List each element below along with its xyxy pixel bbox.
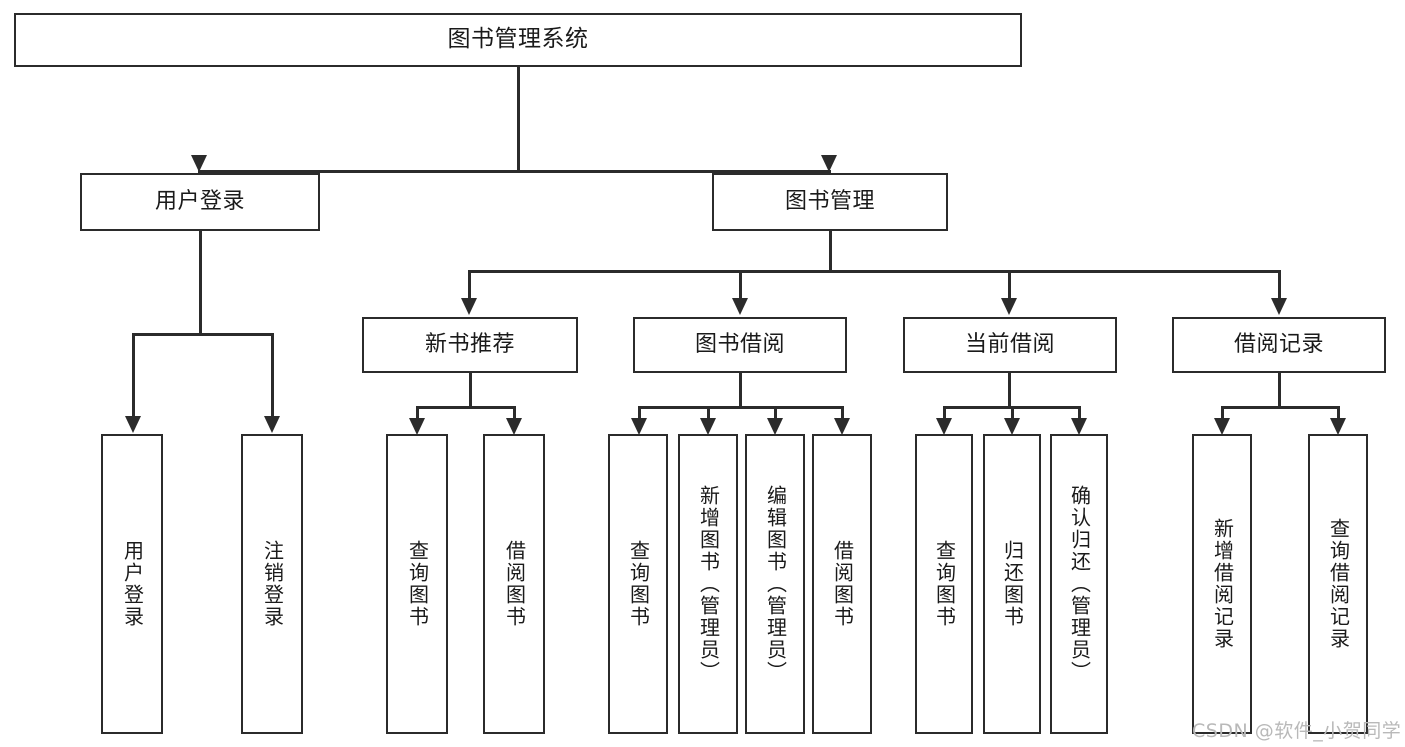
- arrow-book-borrow-c2: [700, 418, 716, 435]
- node-label: 图书管理: [784, 188, 875, 214]
- leaf-user-login[interactable]: 用户登录: [101, 434, 163, 734]
- edge-book-mgmt-c2: [739, 270, 742, 300]
- node-book-borrow[interactable]: 图书借阅: [633, 317, 847, 373]
- arrow-current-borrow-c2: [1004, 418, 1020, 435]
- node-label: 查询图书: [932, 540, 957, 628]
- node-label: 新增图书（管理员）: [696, 485, 721, 683]
- node-label: 当前借阅: [964, 331, 1055, 357]
- arrow-borrow-record-c1: [1214, 418, 1230, 435]
- node-label: 查询借阅记录: [1326, 518, 1351, 650]
- edge-user-login-bar: [132, 333, 272, 336]
- node-root-book-management-system[interactable]: 图书管理系统: [14, 13, 1022, 67]
- node-label: 归还图书: [1000, 540, 1025, 628]
- edge-new-book-stem: [469, 373, 472, 408]
- leaf-query-book-current[interactable]: 查询图书: [915, 434, 973, 734]
- node-label: 编辑图书（管理员）: [763, 485, 788, 683]
- edge-root-bar: [198, 170, 830, 173]
- edge-book-borrow-c2: [707, 406, 710, 420]
- arrow-current-borrow-c3: [1071, 418, 1087, 435]
- arrow-book-mgmt-c4: [1271, 298, 1287, 315]
- edge-new-book-bar: [416, 406, 514, 409]
- edge-book-mgmt-stem: [829, 231, 832, 272]
- arrow-book-borrow-c1: [631, 418, 647, 435]
- arrow-book-borrow-c4: [834, 418, 850, 435]
- leaf-borrow-book[interactable]: 借阅图书: [812, 434, 872, 734]
- arrow-user-login-right: [264, 416, 280, 433]
- edge-book-mgmt-c4: [1278, 270, 1281, 300]
- node-label: 查询图书: [626, 540, 651, 628]
- csdn-watermark: CSDN @软件_小贺同学: [1192, 720, 1402, 742]
- node-label: 查询图书: [405, 540, 430, 628]
- node-label: 用户登录: [154, 188, 245, 214]
- edge-borrow-record-stem: [1278, 373, 1281, 408]
- arrow-book-mgmt-c1: [461, 298, 477, 315]
- arrow-book-mgmt-c3: [1001, 298, 1017, 315]
- arrow-borrow-record-c2: [1330, 418, 1346, 435]
- arrow-book-borrow-c3: [767, 418, 783, 435]
- node-borrow-record[interactable]: 借阅记录: [1172, 317, 1386, 373]
- leaf-query-book-recommend[interactable]: 查询图书: [386, 434, 448, 734]
- edge-book-borrow-c4: [841, 406, 844, 420]
- leaf-logout[interactable]: 注销登录: [241, 434, 303, 734]
- leaf-edit-book-admin[interactable]: 编辑图书（管理员）: [745, 434, 805, 734]
- edge-current-borrow-c1: [943, 406, 946, 420]
- leaf-query-book-borrow[interactable]: 查询图书: [608, 434, 668, 734]
- edge-book-borrow-stem: [739, 373, 742, 408]
- edge-root-stem: [517, 67, 520, 172]
- edge-borrow-record-c2: [1337, 406, 1340, 420]
- node-label: 新书推荐: [424, 331, 515, 357]
- node-label: 图书管理系统: [447, 26, 589, 53]
- arrow-new-book-c1: [409, 418, 425, 435]
- node-label: 图书借阅: [694, 331, 785, 357]
- edge-book-borrow-c1: [638, 406, 641, 420]
- edge-book-mgmt-c1: [468, 270, 471, 300]
- node-label: 新增借阅记录: [1210, 518, 1235, 650]
- leaf-borrow-book-recommend[interactable]: 借阅图书: [483, 434, 545, 734]
- arrow-root-to-book-mgmt: [821, 155, 837, 172]
- node-label: 用户登录: [120, 540, 145, 628]
- node-label: 借阅图书: [830, 540, 855, 628]
- node-current-borrow[interactable]: 当前借阅: [903, 317, 1117, 373]
- node-label: 注销登录: [260, 540, 285, 628]
- leaf-add-book-admin[interactable]: 新增图书（管理员）: [678, 434, 738, 734]
- leaf-add-borrow-record[interactable]: 新增借阅记录: [1192, 434, 1252, 734]
- edge-book-mgmt-c3: [1008, 270, 1011, 300]
- edge-book-borrow-bar: [638, 406, 843, 409]
- edge-current-borrow-stem: [1008, 373, 1011, 408]
- arrow-current-borrow-c1: [936, 418, 952, 435]
- leaf-return-book[interactable]: 归还图书: [983, 434, 1041, 734]
- edge-user-login-stem: [199, 231, 202, 335]
- edge-borrow-record-c1: [1221, 406, 1224, 420]
- edge-new-book-c2: [513, 406, 516, 420]
- arrow-root-to-user-login: [191, 155, 207, 172]
- edge-user-login-left: [132, 333, 135, 418]
- leaf-query-borrow-record[interactable]: 查询借阅记录: [1308, 434, 1368, 734]
- edge-book-borrow-c3: [774, 406, 777, 420]
- edge-current-borrow-c3: [1078, 406, 1081, 420]
- leaf-confirm-return-admin[interactable]: 确认归还（管理员）: [1050, 434, 1108, 734]
- node-label: 借阅记录: [1233, 331, 1324, 357]
- edge-book-mgmt-bar: [468, 270, 1280, 273]
- edge-user-login-right: [271, 333, 274, 418]
- edge-borrow-record-bar: [1221, 406, 1338, 409]
- node-label: 确认归还（管理员）: [1067, 485, 1092, 683]
- edge-new-book-c1: [416, 406, 419, 420]
- node-book-management[interactable]: 图书管理: [712, 173, 948, 231]
- arrow-new-book-c2: [506, 418, 522, 435]
- arrow-user-login-left: [125, 416, 141, 433]
- node-user-login[interactable]: 用户登录: [80, 173, 320, 231]
- arrow-book-mgmt-c2: [732, 298, 748, 315]
- node-label: 借阅图书: [502, 540, 527, 628]
- node-new-book-recommend[interactable]: 新书推荐: [362, 317, 578, 373]
- edge-current-borrow-c2: [1011, 406, 1014, 420]
